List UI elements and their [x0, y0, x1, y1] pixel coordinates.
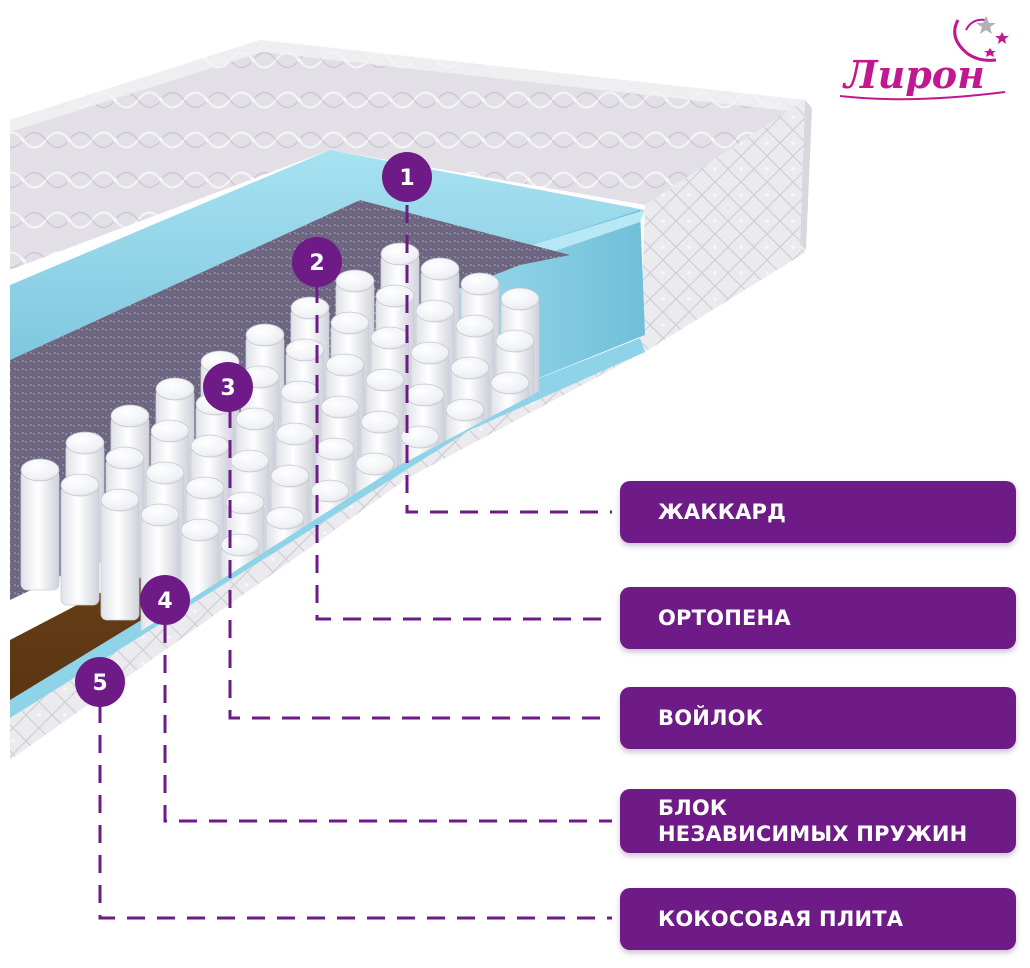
marker-number: 5 — [92, 671, 107, 696]
connector-2 — [315, 285, 612, 621]
marker-number: 4 — [157, 589, 172, 614]
marker-1: 1 — [382, 152, 432, 202]
star-icon — [976, 16, 996, 34]
jacquard-side — [640, 100, 805, 340]
label-coconut: КОКОСОВАЯ ПЛИТА — [620, 888, 1016, 950]
marker-5: 5 — [75, 657, 125, 707]
marker-4: 4 — [140, 575, 190, 625]
marker-number: 1 — [399, 166, 414, 191]
star-icon — [995, 32, 1009, 44]
marker-3: 3 — [203, 362, 253, 412]
label-text-line2: НЕЗАВИСИМЫХ ПРУЖИН — [658, 822, 968, 846]
connector-5 — [98, 705, 612, 920]
label-text: ВОЙЛОК — [658, 706, 764, 730]
label-text: ОРТОПЕНА — [658, 606, 791, 630]
connector-3 — [228, 410, 612, 720]
label-ortopena: ОРТОПЕНА — [620, 587, 1016, 649]
marker-number: 2 — [309, 251, 324, 276]
label-text: КОКОСОВАЯ ПЛИТА — [658, 907, 904, 931]
connector-1 — [405, 205, 612, 514]
logo-text: Лирон — [842, 52, 985, 97]
foam-frame — [10, 150, 645, 360]
marker-number: 3 — [220, 376, 235, 401]
label-text-line1: БЛОК — [658, 796, 728, 820]
connector-4 — [163, 625, 612, 823]
brand-logo: Лирон — [839, 16, 1009, 101]
label-felt: ВОЙЛОК — [620, 687, 1016, 749]
marker-2: 2 — [292, 237, 342, 287]
label-jacquard: ЖАККАРД — [620, 481, 1016, 543]
label-spring-block: БЛОК НЕЗАВИСИМЫХ ПРУЖИН — [620, 789, 1016, 853]
label-text: ЖАККАРД — [658, 500, 787, 524]
